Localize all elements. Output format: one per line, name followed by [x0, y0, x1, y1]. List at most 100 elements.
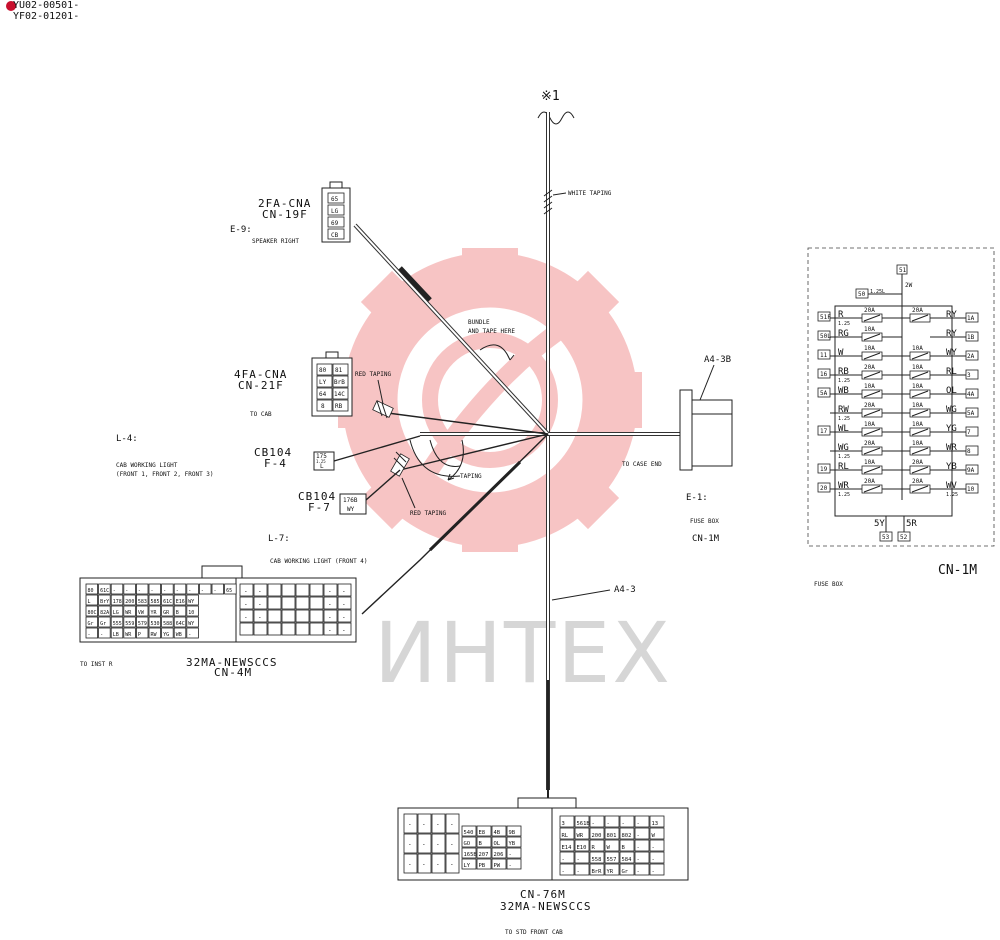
- fuse-right-amp: 10A: [912, 345, 923, 352]
- cn4m-pin-label: WR: [125, 610, 132, 616]
- fuse-left-pin: 17: [820, 428, 828, 435]
- cn76m-right-pin-label: RL: [562, 833, 569, 839]
- fuse-left-pin-box: [817, 387, 831, 398]
- cn4m-cell: [173, 605, 187, 617]
- cn4m-pin-label: LB: [113, 632, 119, 638]
- cn4m-pin-label: WY: [188, 599, 194, 605]
- cn4m-cell: [85, 616, 99, 628]
- cn4m-cell: [198, 583, 212, 595]
- cn4m-pin-label: 588: [163, 621, 172, 627]
- e1-desc: FUSE BOX: [690, 518, 719, 525]
- cn4m-desc: TO INST R: [80, 661, 113, 668]
- cn4m-cell: [110, 583, 124, 595]
- cn76m-left-cell: [491, 825, 507, 837]
- fuse-element: [863, 371, 881, 379]
- cn76m-right-pin-label: W: [652, 833, 656, 839]
- cn4m-cell: [123, 605, 136, 617]
- cn76m-right-pin-label: -: [637, 833, 640, 839]
- cn4m-cell: [186, 616, 199, 628]
- l4-desc-2: (FRONT 1, FRONT 2, FRONT 3): [116, 471, 214, 478]
- cn76m-left-pin-label: 206: [494, 852, 504, 858]
- cn76m-right-cell: [574, 863, 590, 876]
- cn4m-right-cell: [323, 583, 338, 597]
- cn76m-type: 32MA-NEWSCCS: [500, 900, 591, 913]
- fuse-element: [911, 371, 929, 379]
- cn4m-cell: [85, 594, 99, 606]
- cn76m-right-cell: [574, 827, 590, 840]
- cn4m-right-pin-label: -: [328, 601, 332, 608]
- cn4m-cell: [148, 583, 162, 595]
- cn4m-pin-label: 200: [125, 599, 134, 605]
- fuse-right-wire: OL: [946, 386, 957, 396]
- cn76m-right-pin-label: E10: [577, 845, 587, 851]
- cn76m-desc: TO STD FRONT CAB: [505, 929, 563, 936]
- cn76m-blank-pin-label: -: [436, 841, 440, 848]
- cn76m-left-pin-label: LY: [464, 863, 471, 869]
- cn76m-right-pin-label: -: [652, 869, 655, 875]
- cn4m-cell: [148, 594, 162, 606]
- cn76m-left-cell: [476, 836, 492, 848]
- cn4m-pin-label: 80C: [88, 610, 97, 616]
- fuse-right-pin-box: [965, 312, 979, 323]
- fuse-right-size: 1.25: [946, 492, 958, 498]
- cn76m-blank-pin-label: -: [436, 861, 440, 868]
- cn76m-left-pin-label: 207: [479, 852, 489, 858]
- fuse-right-amp: 10A: [912, 402, 923, 409]
- cn4m-pin-label: 555: [113, 621, 122, 627]
- connector-cb104-f4: 175 1.25 L: [313, 451, 335, 471]
- bundle-arrow-icon: [479, 344, 515, 361]
- cn76m-blank-cell: [445, 813, 460, 834]
- fuse-left-amp: 10A: [864, 421, 875, 428]
- cn4m-pin-label: -: [214, 588, 217, 594]
- cn76m-right-pin-label: 801: [607, 833, 617, 839]
- cn76m-right-pin-label: WR: [577, 833, 584, 839]
- cn4m-pin-label: B: [176, 610, 179, 616]
- cn4m-right-cell: [295, 609, 310, 623]
- cn4m-cell: [98, 605, 111, 617]
- fuse-top-node: 50: [858, 291, 866, 298]
- e1-name: CN-1M: [692, 534, 720, 544]
- cn4m-cell: [110, 594, 124, 606]
- cn76m-right-cell: [574, 851, 590, 864]
- fuse-left-size: 1.25: [838, 416, 850, 422]
- cn76m-right-cell: [559, 839, 575, 852]
- cn76m-right-cell: [649, 827, 665, 840]
- fuse-bottom-node: 52: [900, 534, 908, 541]
- white-taping-label: WHITE TAPING: [568, 190, 612, 197]
- cn76m-right-cell: [634, 851, 650, 864]
- fuse-element: [863, 466, 881, 474]
- fuse-left-wire: WB: [838, 386, 849, 396]
- cn4m-right-cell: [337, 583, 352, 597]
- cn76m-right-cell: [634, 839, 650, 852]
- fuse-left-pin-box: [817, 311, 831, 322]
- taping-label: TAPING: [460, 473, 482, 480]
- cn4m-cell: [85, 583, 99, 595]
- cn76m-blank-cell: [445, 853, 460, 874]
- cn4m-right-pin-label: -: [342, 627, 346, 634]
- e9-desc: SPEAKER RIGHT: [252, 238, 299, 245]
- fuse-left-pin: 11: [820, 352, 828, 359]
- cn4m-cell: [98, 583, 111, 595]
- fuse-right-pin: 5A: [967, 410, 975, 417]
- cn76m-left-pin-label: PW: [494, 863, 501, 869]
- fuse-right-wire: WG: [946, 405, 957, 415]
- watermark-text: ИНТЕХ: [374, 604, 672, 702]
- fuse-element: [863, 447, 881, 455]
- cn4m-cell: [148, 616, 162, 628]
- fuse-left-wire: RB: [838, 367, 849, 377]
- cn4m-cell: [123, 616, 136, 628]
- fuse-right-pin: 10: [967, 486, 975, 493]
- cn4m-right-cell: [323, 596, 338, 610]
- fuse-left-size: 1.25: [838, 321, 850, 327]
- cn4m-pin-label: 61C: [100, 588, 109, 594]
- cn76m-right-pin-label: -: [652, 857, 655, 863]
- cn76m-right-pin-label: -: [562, 869, 565, 875]
- cn76m-left-cell: [461, 825, 477, 837]
- cb104-f4-pin: 1.25: [316, 459, 326, 464]
- red-taping-upper-hatch: [372, 400, 394, 419]
- cn76m-right-cell: [604, 851, 620, 864]
- fuse-element: [911, 409, 929, 417]
